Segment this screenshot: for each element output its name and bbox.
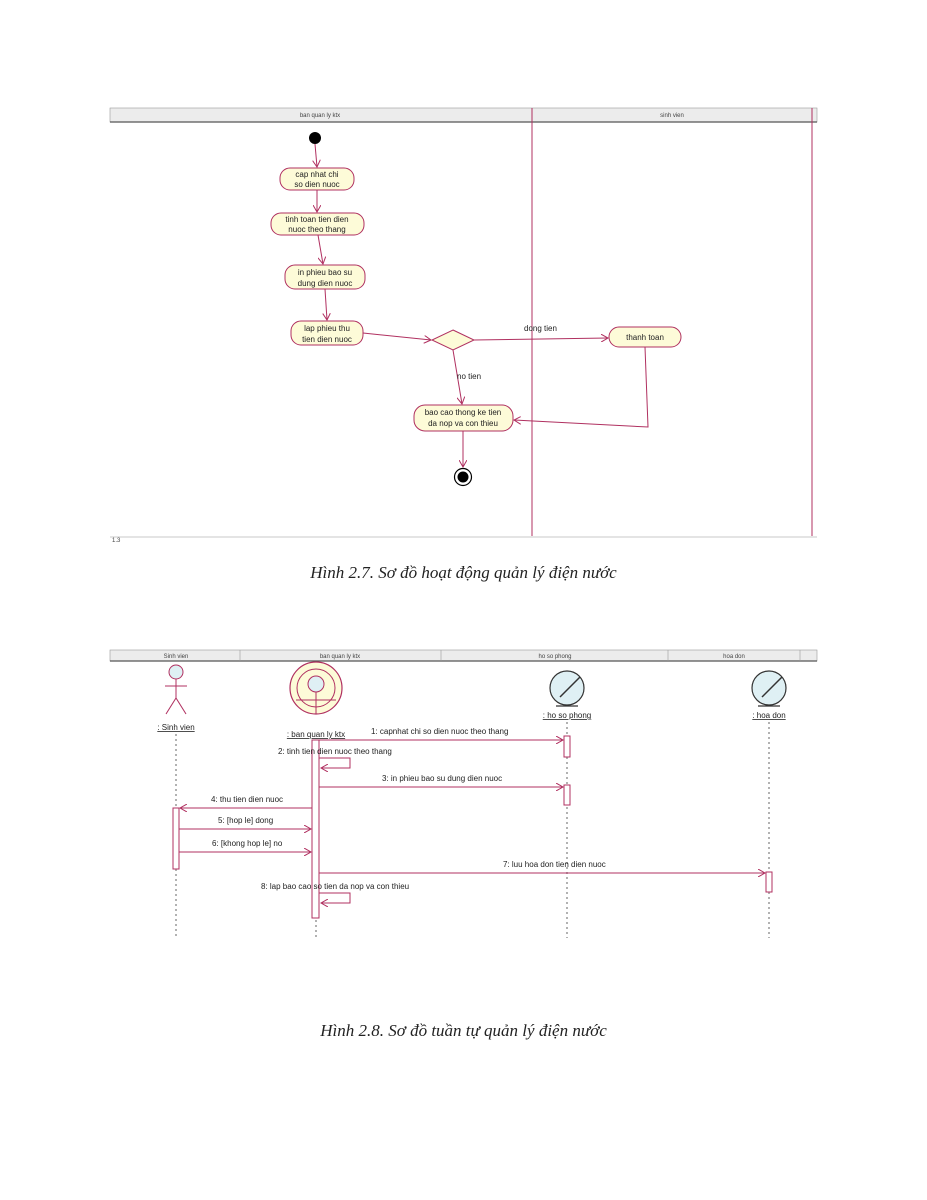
lifelines <box>175 722 770 938</box>
object-label-hoa-don: : hoa don <box>752 711 785 720</box>
svg-text:cap nhat chi: cap nhat chi <box>295 170 338 179</box>
activity-in-phieu: in phieu bao su dung dien nuoc <box>284 264 366 290</box>
message-4: 4: thu tien dien nuoc <box>211 795 283 804</box>
message-3: 3: in phieu bao su dung dien nuoc <box>382 774 502 783</box>
object-label-ban-quan-ly: : ban quan ly ktx <box>287 730 345 739</box>
header-cell-ho-so-phong: ho so phong <box>538 654 571 660</box>
svg-text:bao cao thong ke tien: bao cao thong ke tien <box>425 408 502 417</box>
activation-bars <box>172 735 773 919</box>
message-8: 8: lap bao cao so tien da nop va con thi… <box>261 882 409 891</box>
svg-text:da nop va con thieu: da nop va con thieu <box>428 419 498 428</box>
message-5: 5: [hop le] dong <box>218 816 273 825</box>
message-1: 1: capnhat chi so dien nuoc theo thang <box>371 727 508 736</box>
swimlane-label-sinh-vien: sinh vien <box>660 113 684 119</box>
caption-figure-2-8: Hình 2.8. Sơ đồ tuần tự quản lý điện nướ… <box>320 1021 607 1040</box>
entity-hoa-don-icon <box>751 670 787 707</box>
svg-text:dung dien nuoc: dung dien nuoc <box>298 279 353 288</box>
entity-ho-so-phong-icon <box>549 670 585 707</box>
svg-text:in phieu bao su: in phieu bao su <box>298 268 352 277</box>
svg-text:tinh toan tien dien: tinh toan tien dien <box>285 215 348 224</box>
guard-dong-tien: dong tien <box>524 324 557 333</box>
activity-diagram: ban quan ly ktx sinh vien 1.3 cap nhat c… <box>109 107 818 544</box>
sequence-header-bar <box>109 649 818 662</box>
activity-bao-cao: bao cao thong ke tien da nop va con thie… <box>413 404 514 432</box>
message-2: 2: tinh tien dien nuoc theo thang <box>278 747 392 756</box>
svg-text:thanh toan: thanh toan <box>626 333 664 342</box>
activity-cap-nhat: cap nhat chi so dien nuoc <box>279 167 355 191</box>
activity-transitions <box>315 143 649 467</box>
header-cell-hoa-don: hoa don <box>723 654 745 660</box>
svg-text:lap phieu thu: lap phieu thu <box>304 324 350 333</box>
message-7: 7: luu hoa don tien dien nuoc <box>503 860 606 869</box>
svg-text:nuoc theo thang: nuoc theo thang <box>288 225 345 234</box>
guard-no-tien: no tien <box>457 372 481 381</box>
header-cell-ban-quan-ly: ban quan ly ktx <box>320 654 360 660</box>
activity-thanh-toan: thanh toan <box>608 326 682 348</box>
svg-text:tien dien nuoc: tien dien nuoc <box>302 335 352 344</box>
control-ban-quan-ly-icon <box>289 661 343 715</box>
svg-text:so dien nuoc: so dien nuoc <box>294 180 339 189</box>
object-label-ho-so-phong: : ho so phong <box>543 711 591 720</box>
start-node <box>309 132 321 144</box>
decision-node <box>430 329 476 351</box>
activity-lap-phieu-thu: lap phieu thu tien dien nuoc <box>290 320 364 346</box>
activity-tinh-toan: tinh toan tien dien nuoc theo thang <box>270 212 365 236</box>
swimlane-header-bar <box>109 107 818 123</box>
swimlane-label-ban-quan-ly: ban quan ly ktx <box>300 113 340 119</box>
message-6: 6: [khong hop le] no <box>212 839 283 848</box>
caption-figure-2-7: Hình 2.7. Sơ đồ hoạt động quản lý điện n… <box>310 563 617 582</box>
actor-sinh-vien <box>165 664 187 715</box>
header-cell-sinh-vien: Sinh vien <box>164 654 189 660</box>
message-arrows <box>179 740 765 903</box>
object-label-sinh-vien: : Sinh vien <box>157 723 194 732</box>
footer-mark: 1.3 <box>112 538 121 544</box>
